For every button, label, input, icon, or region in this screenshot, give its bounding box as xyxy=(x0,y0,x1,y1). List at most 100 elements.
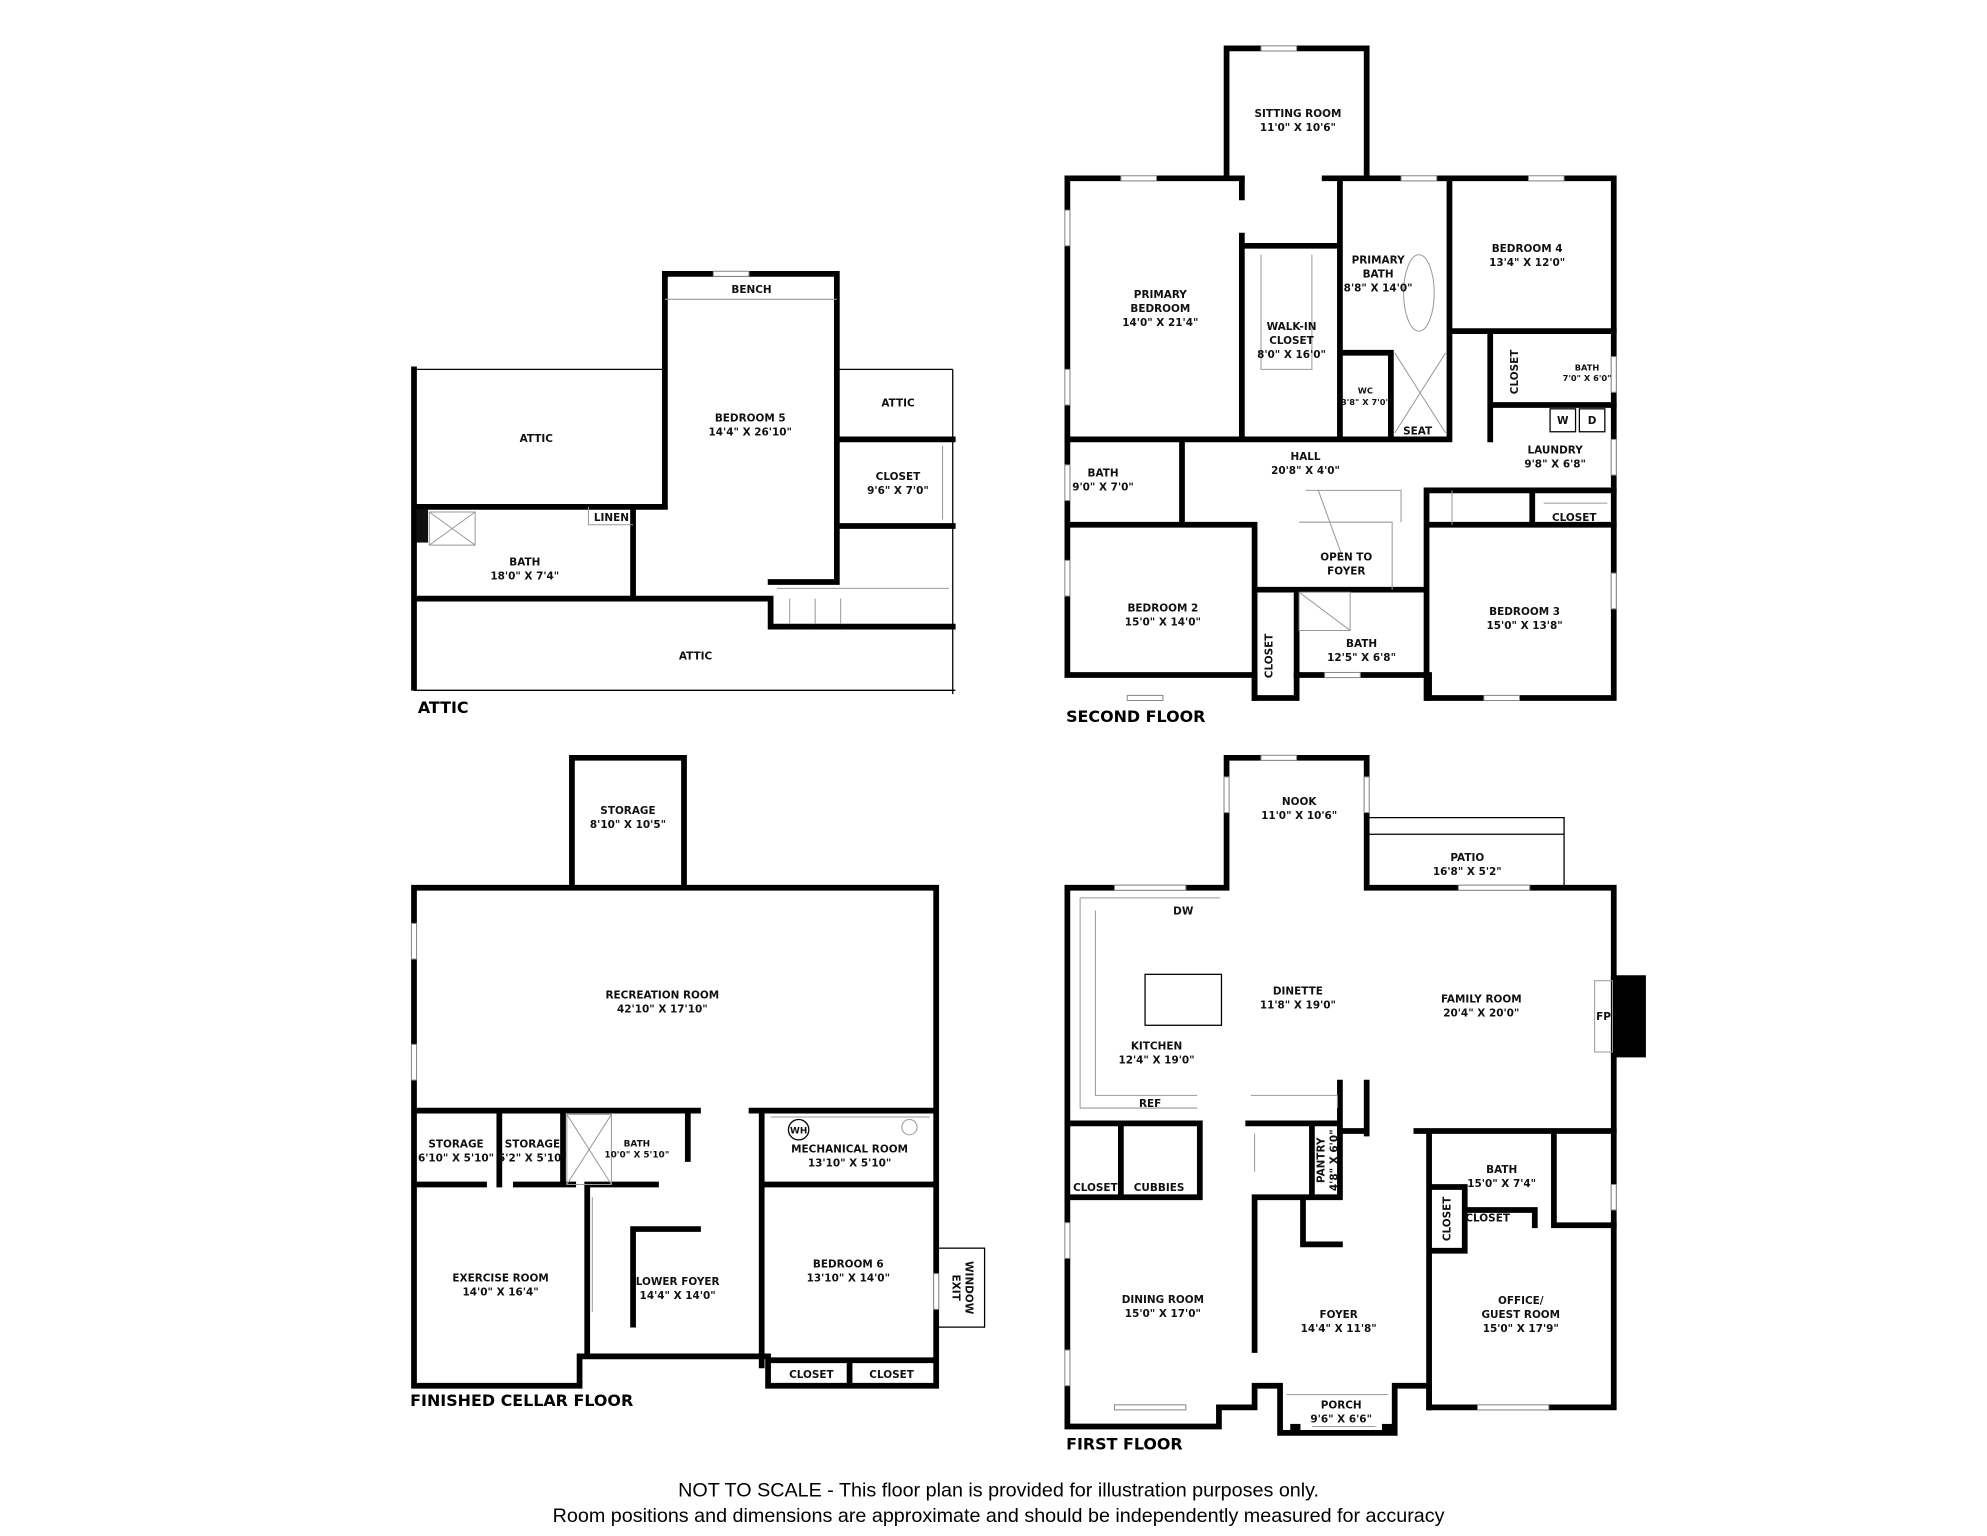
room-label: CLOSET xyxy=(1552,512,1597,524)
room-label: ATTIC xyxy=(881,397,914,409)
room-dimensions: 15'0" X 17'9" xyxy=(1483,1323,1559,1335)
room-label: BEDROOM 3 xyxy=(1489,606,1560,618)
floor-title: FIRST FLOOR xyxy=(1066,1434,1183,1453)
room-dimensions: 4'8" X 6'0" xyxy=(1328,1129,1340,1191)
room-dimensions: 14'4" X 26'10" xyxy=(709,427,792,439)
room-label: BEDROOM 6 xyxy=(813,1258,884,1270)
room-dimensions: 11'0" X 10'6" xyxy=(1260,122,1336,134)
room-label: STORAGE xyxy=(600,805,655,817)
room-label: MECHANICAL ROOM xyxy=(791,1144,908,1156)
room-label: OFFICE/ xyxy=(1498,1295,1544,1307)
room-label: BEDROOM xyxy=(1130,303,1190,315)
washer-label: W xyxy=(1557,415,1569,427)
disclaimer-line-1: NOT TO SCALE - This floor plan is provid… xyxy=(678,1480,1319,1502)
room-dimensions: 6'10" X 5'10" xyxy=(418,1153,494,1165)
room-label: FOYER xyxy=(1327,565,1365,577)
room-dimensions: 8'10" X 10'5" xyxy=(590,819,666,831)
room-dimensions: 14'4" X 14'0" xyxy=(640,1290,716,1302)
room-dimensions: 15'0" X 13'8" xyxy=(1487,620,1563,632)
room-label: LOWER FOYER xyxy=(636,1276,720,1288)
room-dimensions: 12'4" X 19'0" xyxy=(1118,1054,1194,1066)
room-label: SEAT xyxy=(1403,425,1433,437)
room-label: CLOSET xyxy=(1263,633,1275,678)
room-label: HALL xyxy=(1290,451,1320,463)
room-label: DINING ROOM xyxy=(1122,1294,1204,1306)
room-dimensions: 13'4" X 12'0" xyxy=(1489,257,1565,269)
room-label: WALK-IN xyxy=(1267,321,1317,333)
floor-title: ATTIC xyxy=(418,698,469,717)
exit-window-label: EXIT xyxy=(950,1275,962,1302)
second-floor-plan: SITTING ROOM 11'0" X 10'6" PRIMARY BEDRO… xyxy=(1064,45,1617,726)
room-label: OPEN TO xyxy=(1320,551,1372,563)
room-dimensions: 20'4" X 20'0" xyxy=(1443,1007,1519,1019)
floor-title: SECOND FLOOR xyxy=(1066,707,1205,726)
room-label: ATTIC xyxy=(520,433,553,445)
floor-title: FINISHED CELLAR FLOOR xyxy=(410,1391,633,1410)
room-label: CLOSET xyxy=(789,1369,834,1381)
fireplace-label: FP xyxy=(1596,1011,1611,1023)
room-dimensions: 9'6" X 7'0" xyxy=(867,485,929,497)
room-label: PATIO xyxy=(1450,852,1484,864)
room-dimensions: 11'8" X 19'0" xyxy=(1260,1000,1336,1012)
dryer-label: D xyxy=(1588,415,1597,427)
room-label: SITTING ROOM xyxy=(1254,108,1341,120)
room-label: GUEST ROOM xyxy=(1481,1309,1560,1321)
room-dimensions: 15'0" X 17'0" xyxy=(1125,1308,1201,1320)
room-dimensions: 12'5" X 6'8" xyxy=(1327,652,1396,664)
attic-plan: BENCH ATTIC BEDROOM 5 14'4" X 26'10" ATT… xyxy=(411,270,956,717)
room-label: CLOSET xyxy=(876,471,921,483)
room-label: LAUNDRY xyxy=(1528,444,1584,456)
room-label: BEDROOM 5 xyxy=(715,413,786,425)
room-dimensions: 9'0" X 7'0" xyxy=(1072,481,1134,493)
room-label: BATH xyxy=(1087,467,1118,479)
room-dimensions: 9'8" X 6'8" xyxy=(1524,458,1586,470)
room-label: BEDROOM 4 xyxy=(1492,243,1563,255)
room-label: WC xyxy=(1358,386,1373,396)
room-label: FOYER xyxy=(1319,1309,1357,1321)
fireplace xyxy=(1613,978,1644,1055)
room-label: ATTIC xyxy=(679,651,712,663)
room-label: NOOK xyxy=(1282,796,1317,808)
room-dimensions: 8'8" X 14'0" xyxy=(1344,283,1413,295)
room-label: RECREATION ROOM xyxy=(606,990,720,1002)
room-dimensions: 14'0" X 21'4" xyxy=(1122,317,1198,329)
room-dimensions: 15'0" X 7'4" xyxy=(1467,1178,1536,1190)
room-label: PANTRY xyxy=(1316,1137,1328,1183)
exit-window-label: WINDOW xyxy=(962,1261,974,1315)
room-label: EXERCISE ROOM xyxy=(452,1272,548,1284)
room-label: LINEN xyxy=(594,512,629,524)
room-label: BATH xyxy=(1575,363,1600,373)
room-dimensions: 14'0" X 16'4" xyxy=(463,1286,539,1298)
refrigerator-label: REF xyxy=(1139,1098,1161,1110)
room-label: PRIMARY xyxy=(1134,289,1188,301)
room-dimensions: 11'0" X 10'6" xyxy=(1261,810,1337,822)
room-label: BATH xyxy=(1486,1164,1517,1176)
room-label: BEDROOM 2 xyxy=(1127,602,1198,614)
room-dimensions: 16'8" X 5'2" xyxy=(1433,866,1502,878)
room-label: BATH xyxy=(624,1139,651,1149)
room-dimensions: 8'0" X 16'0" xyxy=(1257,349,1326,361)
room-dimensions: 42'10" X 17'10" xyxy=(617,1004,708,1016)
room-label: CUBBIES xyxy=(1134,1182,1185,1194)
cellar-plan: STORAGE 8'10" X 10'5" RECREATION ROOM 42… xyxy=(410,754,986,1410)
room-dimensions: 20'8" X 4'0" xyxy=(1271,465,1340,477)
room-dimensions: 3'8" X 7'0" xyxy=(1341,397,1390,407)
room-dimensions: 10'0" X 5'10" xyxy=(604,1151,669,1161)
room-label: CLOSET xyxy=(1073,1182,1118,1194)
room-dimensions: 5'2" X 5'10" xyxy=(498,1153,567,1165)
room-label: CLOSET xyxy=(1269,335,1314,347)
room-dimensions: 7'0" X 6'0" xyxy=(1563,373,1612,383)
room-label: BENCH xyxy=(731,284,771,296)
room-label: BATH xyxy=(1346,638,1377,650)
room-dimensions: 18'0" X 7'4" xyxy=(490,571,559,583)
room-label: CLOSET xyxy=(1442,1196,1454,1241)
room-dimensions: 13'10" X 5'10" xyxy=(808,1158,891,1170)
room-label: FAMILY ROOM xyxy=(1441,993,1522,1005)
dishwasher-label: DW xyxy=(1173,905,1194,917)
room-dimensions: 14'4" X 11'8" xyxy=(1301,1323,1377,1335)
disclaimer-line-2: Room positions and dimensions are approx… xyxy=(553,1505,1445,1527)
room-dimensions: 9'6" X 6'6" xyxy=(1310,1414,1372,1426)
room-label: BATH xyxy=(509,556,540,568)
